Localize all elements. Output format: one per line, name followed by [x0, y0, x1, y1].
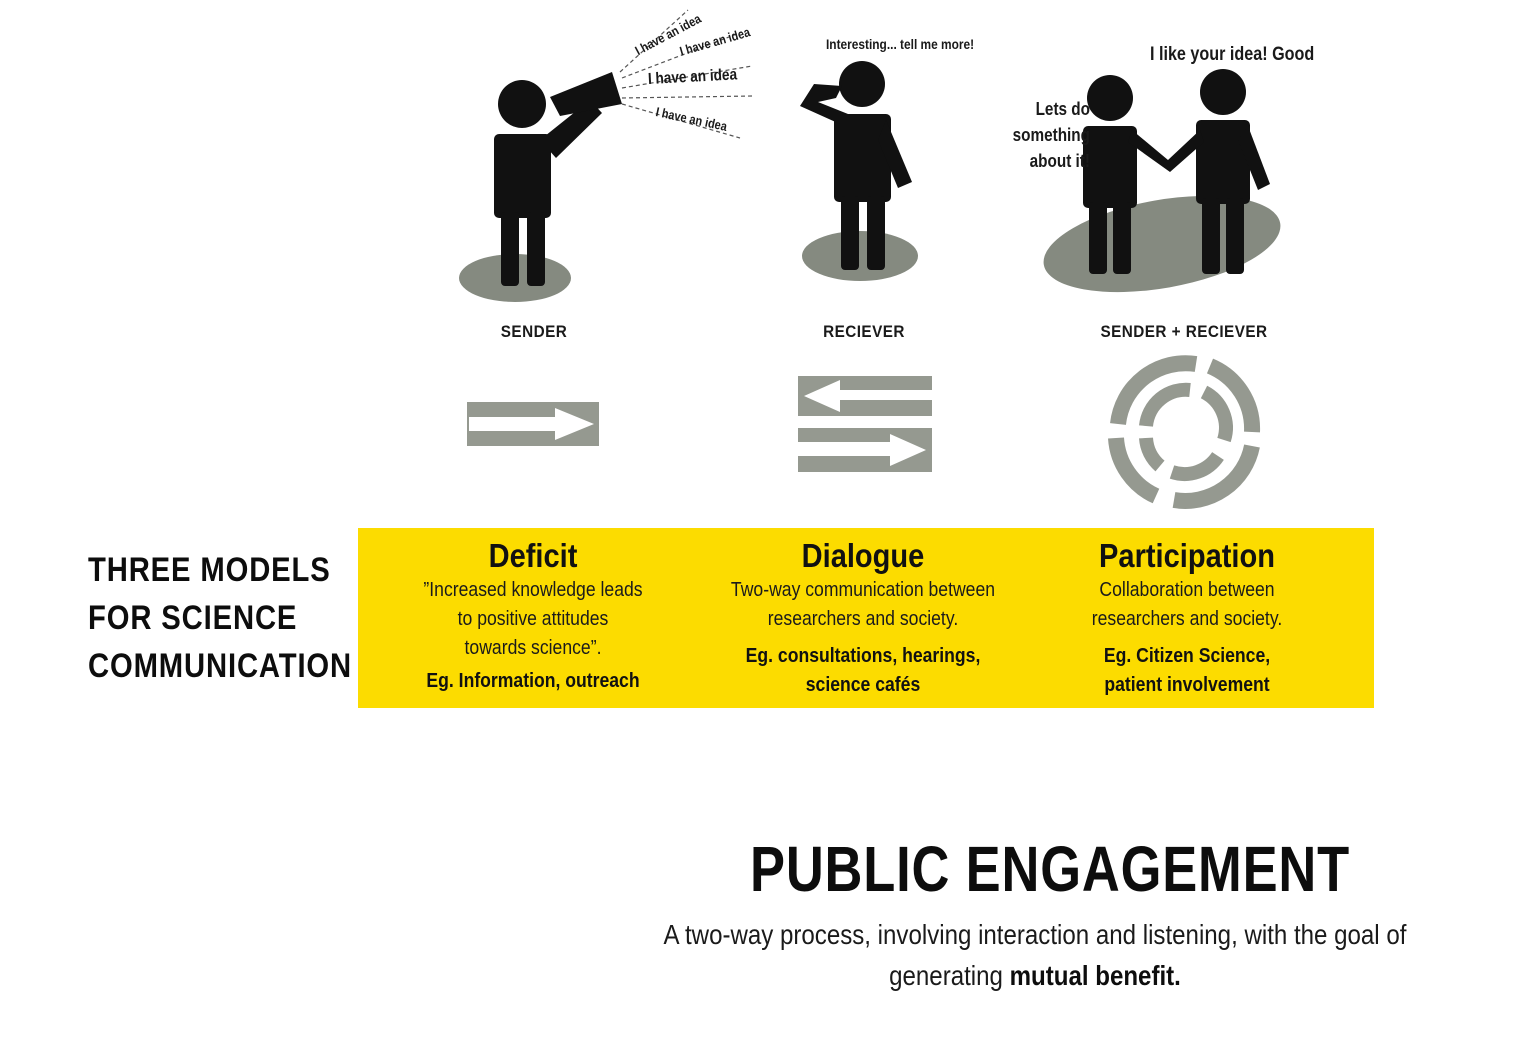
megaphone-icon [550, 72, 622, 116]
pair-shadow [1043, 195, 1281, 293]
side-title: THREE MODELS FOR SCIENCE COMMUNICATION [88, 551, 353, 685]
model-example: Eg. Citizen Science, patient involvement [1103, 645, 1271, 696]
single-arrow-right-icon [467, 402, 599, 446]
model-description: ”Increased knowledge leads to positive a… [423, 579, 643, 659]
receiver-shadow [802, 231, 918, 281]
model-example: Eg. Information, outreach [426, 670, 640, 692]
pair-speech-left-line-2: something [1012, 125, 1090, 145]
receiver-figure [800, 61, 918, 281]
circular-arrows-icon [1108, 355, 1261, 509]
model-dialogue: Dialogue Two-way communication between r… [694, 528, 1032, 700]
two-way-arrows-icon [798, 376, 932, 472]
sender-figure [459, 9, 753, 302]
public-engagement-description: A two-way process, involving interaction… [661, 914, 1409, 996]
model-description: Two-way communication between researcher… [730, 579, 996, 630]
pair-speech-right: I like your idea! Good [1150, 44, 1315, 65]
public-engagement-emphasis: mutual benefit. [1009, 960, 1181, 991]
public-engagement-title: PUBLIC ENGAGEMENT [750, 833, 1350, 905]
models-band: Deficit ”Increased knowledge leads to po… [358, 528, 1374, 708]
model-title: Dialogue [801, 537, 925, 574]
handshake-figures [1043, 69, 1281, 293]
receiver-label: RECIEVER [823, 322, 905, 341]
model-participation: Participation Collaboration between rese… [1018, 528, 1356, 700]
figures-illustration [459, 9, 1281, 509]
model-title: Deficit [488, 537, 578, 574]
model-example: Eg. consultations, hearings, science caf… [745, 645, 981, 696]
model-description: Collaboration between researchers and so… [1091, 579, 1283, 630]
sender-receiver-label: SENDER + RECIEVER [1100, 322, 1268, 341]
sender-label: SENDER [500, 322, 568, 341]
model-deficit: Deficit ”Increased knowledge leads to po… [364, 528, 702, 696]
receiver-speech: Interesting... tell me more! [826, 36, 975, 52]
pair-speech-left-line-3: about it! [1029, 151, 1090, 171]
handshake-icon [1128, 130, 1204, 172]
model-title: Participation [1099, 537, 1275, 574]
pair-speech-left: Lets do something about it! [1005, 96, 1090, 174]
pair-speech-left-line-1: Lets do [1035, 99, 1090, 119]
public-engagement-text: A two-way process, involving interaction… [663, 919, 1407, 991]
